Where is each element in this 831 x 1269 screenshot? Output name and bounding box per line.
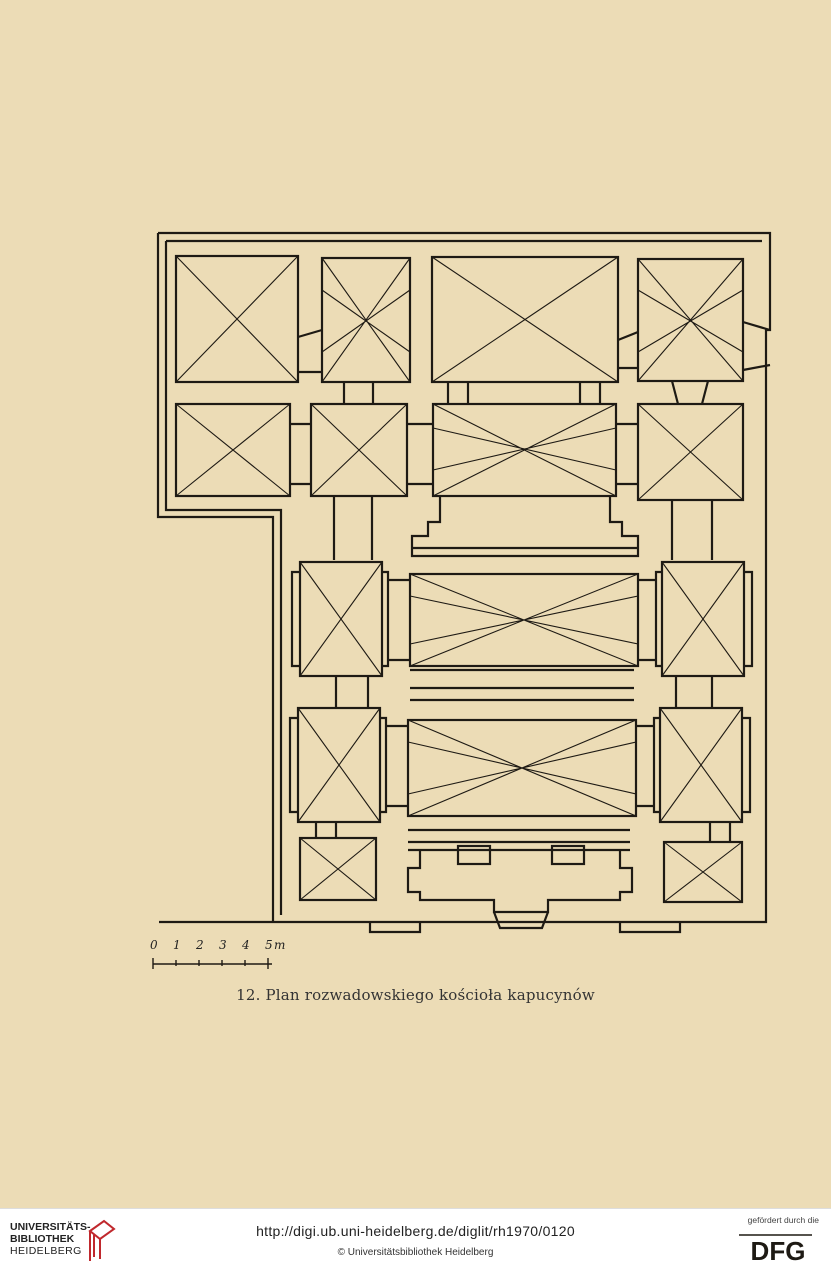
scale-number: 2 (196, 938, 204, 952)
library-line: BIBLIOTHEK (10, 1233, 75, 1245)
library-line: HEIDELBERG (10, 1245, 82, 1257)
scale-bar: 0 1 2 3 4 5 m (148, 938, 288, 974)
scale-number: 5 (265, 938, 273, 952)
church-floor-plan (156, 231, 772, 934)
funded-by-label: gefördert durch die (747, 1215, 819, 1225)
dfg-text: DFG (751, 1236, 806, 1265)
scale-number: 0 (150, 938, 158, 952)
page-url-link[interactable]: http://digi.ub.uni-heidelberg.de/diglit/… (256, 1223, 575, 1239)
scale-unit: m (274, 938, 286, 952)
viewer-footer: UNIVERSITÄTS- BIBLIOTHEK HEIDELBERG http… (0, 1208, 831, 1269)
scale-number: 4 (242, 938, 250, 952)
dfg-logo-icon[interactable]: DFG (738, 1229, 820, 1265)
library-name: UNIVERSITÄTS- BIBLIOTHEK HEIDELBERG (10, 1221, 91, 1257)
library-logo-icon[interactable] (84, 1217, 116, 1263)
library-line: UNIVERSITÄTS- (10, 1221, 91, 1233)
scale-number: 1 (173, 938, 181, 952)
copyright-notice: © Universitätsbibliothek Heidelberg (337, 1247, 494, 1258)
scale-ruler (152, 958, 272, 969)
figure-caption: 12. Plan rozwadowskiego kościoła kapucyn… (236, 986, 595, 1004)
scale-number: 3 (219, 938, 227, 952)
scanned-page: 0 1 2 3 4 5 m 12. Plan rozwadowskiego ko… (0, 0, 831, 1208)
